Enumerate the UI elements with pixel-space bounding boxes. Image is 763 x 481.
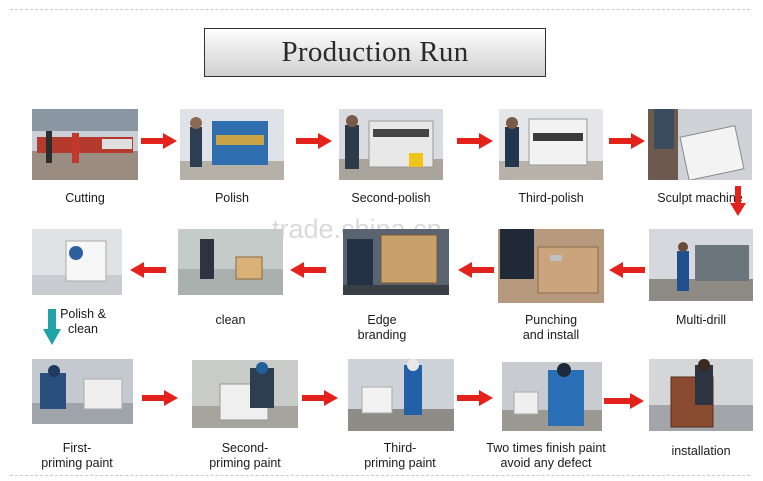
- photo-polish-clean: [32, 229, 122, 295]
- arrow-down-right: [730, 186, 746, 216]
- caption-third-polish: Third-polish: [518, 191, 584, 205]
- photo-second-polish: [339, 109, 443, 180]
- arrow-right-6: [302, 390, 338, 406]
- caption-first-priming: First-priming paint: [41, 441, 113, 470]
- bottom-divider: [10, 475, 750, 476]
- photo-finish-paint: [502, 362, 602, 431]
- caption-second-priming: Second-priming paint: [209, 441, 281, 470]
- caption-clean: clean: [215, 313, 246, 327]
- caption-sculpt-machine: Sculpt machine: [657, 191, 743, 205]
- arrow-down-left: [43, 309, 61, 345]
- arrow-left-4: [609, 262, 645, 278]
- photo-multi-drill: [649, 229, 753, 301]
- caption-installation: installation: [671, 444, 731, 458]
- arrow-right-3: [457, 133, 493, 149]
- photo-cutting: [32, 109, 138, 180]
- arrow-right-4: [609, 133, 645, 149]
- photo-polish: [180, 109, 284, 180]
- photo-sculpt-machine: [648, 109, 752, 180]
- photo-clean: [178, 229, 283, 295]
- photo-third-priming: [348, 359, 454, 431]
- title-banner: Production Run: [204, 28, 546, 77]
- caption-polish-clean: Polish &clean: [60, 307, 106, 336]
- arrow-right-1: [141, 133, 177, 149]
- caption-cutting: Cutting: [65, 191, 105, 205]
- caption-third-priming: Third-priming paint: [364, 441, 436, 470]
- photo-second-priming: [192, 360, 298, 428]
- arrow-left-3: [458, 262, 494, 278]
- arrow-right-2: [296, 133, 332, 149]
- arrow-right-5: [142, 390, 178, 406]
- photo-edge-branding: [343, 229, 449, 295]
- arrow-left-2: [290, 262, 326, 278]
- arrow-right-7: [457, 390, 493, 406]
- photo-first-priming: [32, 359, 133, 424]
- arrow-left-1: [130, 262, 166, 278]
- top-divider: [10, 9, 750, 10]
- photo-third-polish: [499, 109, 603, 180]
- caption-second-polish: Second-polish: [351, 191, 431, 205]
- photo-installation: [649, 359, 753, 431]
- caption-multi-drill: Multi-drill: [676, 313, 726, 327]
- caption-polish: Polish: [214, 191, 250, 205]
- page-title: Production Run: [281, 36, 469, 68]
- arrow-right-8: [604, 393, 644, 409]
- photo-punching-install: [498, 229, 604, 303]
